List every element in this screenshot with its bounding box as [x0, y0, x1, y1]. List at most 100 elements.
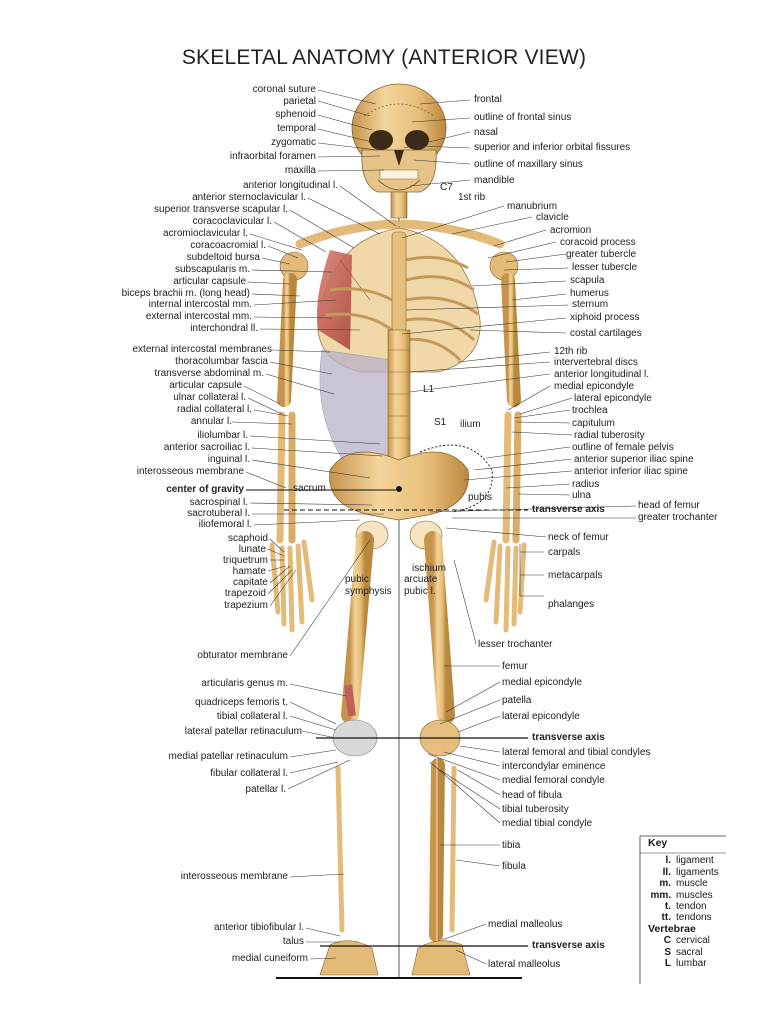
- label-pubis: pubis: [468, 492, 492, 503]
- label-lateral-epicondyle-femur: lateral epicondyle: [502, 711, 580, 722]
- label-intervertebral-discs: intervertebral discs: [554, 357, 638, 368]
- label-talus: talus: [282, 936, 304, 947]
- label-arcuate-pubic-l: arcuate pubic l.: [404, 574, 438, 597]
- key-heading: Key: [648, 837, 668, 849]
- label-interosseous-membrane-forearm: interosseous membrane: [136, 466, 244, 477]
- label-patellar-l: patellar l.: [245, 784, 286, 795]
- label-humerus: humerus: [570, 288, 609, 299]
- label-temporal: temporal: [277, 123, 316, 134]
- label-acromioclavicular-l: acromioclavicular l.: [162, 228, 248, 239]
- arm-right: [483, 251, 527, 633]
- label-anterior-longitudinal-l-right: anterior longitudinal l.: [554, 369, 650, 380]
- label-articular-capsule-elbow: articular capsule: [169, 380, 242, 391]
- label-phalanges: phalanges: [548, 599, 595, 610]
- label-tibial-collateral-l: tibial collateral l.: [216, 711, 288, 722]
- label-capitulum: capitulum: [572, 418, 615, 429]
- label-ischium: ischium: [412, 563, 446, 574]
- label-c7: C7: [440, 182, 453, 193]
- label-outline-frontal-sinus: outline of frontal sinus: [474, 112, 572, 123]
- key-row: mm.muscles: [650, 889, 713, 901]
- leader-lines-right: [401, 99, 637, 965]
- abdominal-fascia: [319, 349, 393, 471]
- label-xiphoid-process: xiphoid process: [570, 312, 640, 323]
- skull: [351, 83, 447, 193]
- label-infraorbital-foramen: infraorbital foramen: [229, 151, 316, 162]
- label-capitate: capitate: [232, 577, 268, 588]
- key-row: ll.ligaments: [662, 866, 719, 878]
- label-medial-epicondyle-humerus: medial epicondyle: [554, 381, 635, 392]
- label-subscapularis-m: subscapularis m.: [174, 264, 250, 275]
- label-fibula: fibula: [502, 861, 526, 872]
- label-medial-patellar-retinaculum: medial patellar retinaculum: [168, 751, 288, 762]
- label-ilium: ilium: [460, 419, 481, 430]
- leg-left: [319, 531, 379, 976]
- label-tibial-tuberosity: tibial tuberosity: [502, 804, 569, 815]
- label-subdeltoid-bursa: subdeltoid bursa: [186, 252, 260, 263]
- key-vertebrae-heading: Vertebrae: [648, 922, 696, 935]
- label-iliolumbar-l: iliolumbar l.: [197, 430, 248, 441]
- label-external-intercostal-mm: external intercostal mm.: [145, 311, 252, 322]
- label-lateral-malleolus: lateral malleolus: [488, 959, 561, 970]
- label-coracoid-process: coracoid process: [560, 237, 636, 248]
- label-pubic-symphysis: pubic symphysis: [345, 574, 392, 597]
- label-sacrotuberal-l: sacrotuberal l.: [187, 508, 250, 519]
- label-outline-female-pelvis: outline of female pelvis: [572, 442, 674, 453]
- label-radial-tuberosity: radial tuberosity: [574, 430, 645, 441]
- label-sternum: sternum: [572, 299, 609, 310]
- label-nasal: nasal: [474, 127, 498, 138]
- label-interchondral-ll: interchondral ll.: [190, 323, 258, 334]
- label-annular-l: annular l.: [190, 416, 232, 427]
- label-costal-cartilages: costal cartilages: [570, 328, 642, 339]
- label-inguinal-l: inguinal l.: [207, 454, 250, 465]
- label-maxilla: maxilla: [284, 165, 316, 176]
- label-frontal: frontal: [474, 94, 502, 105]
- label-tibia: tibia: [502, 840, 521, 851]
- label-lateral-epicondyle-humerus: lateral epicondyle: [574, 393, 652, 404]
- label-clavicle: clavicle: [536, 212, 569, 223]
- label-transverse-abdominal-m: transverse abdominal m.: [154, 368, 265, 379]
- label-asis: anterior superior iliac spine: [574, 454, 694, 465]
- label-scapula: scapula: [570, 275, 605, 286]
- label-metacarpals: metacarpals: [548, 570, 603, 581]
- label-external-intercostal-membranes: external intercostal membranes: [132, 344, 272, 355]
- sternum: [391, 231, 407, 333]
- label-orbital-fissures: superior and inferior orbital fissures: [474, 142, 631, 153]
- label-ulna: ulna: [572, 490, 591, 501]
- label-sphenoid: sphenoid: [275, 109, 316, 120]
- label-lunate: lunate: [238, 544, 266, 555]
- label-head-of-fibula: head of fibula: [502, 790, 563, 801]
- label-sacrospinal-l: sacrospinal l.: [189, 497, 248, 508]
- label-coracoclavicular-l: coracoclavicular l.: [192, 216, 272, 227]
- label-medial-tibial-condyle: medial tibial condyle: [502, 818, 593, 829]
- key-row: t.tendon: [664, 901, 707, 913]
- key-row: l.ligament: [665, 855, 714, 867]
- label-coronal-suture: coronal suture: [252, 84, 316, 95]
- label-radial-collateral-l: radial collateral l.: [176, 404, 252, 415]
- label-medial-cuneiform: medial cuneiform: [231, 953, 308, 964]
- label-lesser-trochanter: lesser trochanter: [478, 639, 553, 650]
- label-scaphoid: scaphoid: [227, 533, 268, 544]
- label-thoracolumbar-fascia: thoracolumbar fascia: [175, 356, 268, 367]
- label-greater-tubercle: greater tubercle: [566, 249, 637, 260]
- label-transverse-axis-knee: transverse axis: [532, 732, 605, 743]
- label-12th-rib: 12th rib: [554, 346, 588, 357]
- key-row: tt.tendons: [661, 912, 712, 924]
- label-biceps-brachii-long-head: biceps brachii m. (long head): [121, 288, 250, 299]
- key-legend: Key l.ligament ll.ligaments m.muscle mm.…: [641, 837, 741, 970]
- label-s1: S1: [434, 417, 447, 428]
- label-center-of-gravity: center of gravity: [166, 484, 244, 495]
- label-superior-transverse-scapular-l: superior transverse scapular l.: [154, 204, 288, 215]
- label-parietal: parietal: [283, 96, 316, 107]
- label-medial-epicondyle-femur: medial epicondyle: [502, 677, 583, 688]
- label-outline-maxillary-sinus: outline of maxillary sinus: [474, 159, 583, 170]
- label-neck-of-femur: neck of femur: [548, 532, 609, 543]
- label-l1: L1: [423, 384, 435, 395]
- clavicle-left: [295, 219, 400, 249]
- label-transverse-axis-ankle: transverse axis: [532, 940, 605, 951]
- label-anterior-sacroiliac-l: anterior sacroiliac l.: [163, 442, 250, 453]
- label-1st-rib: 1st rib: [458, 192, 486, 203]
- label-medial-femoral-condyle: medial femoral condyle: [502, 775, 605, 786]
- label-greater-trochanter: greater trochanter: [638, 512, 718, 523]
